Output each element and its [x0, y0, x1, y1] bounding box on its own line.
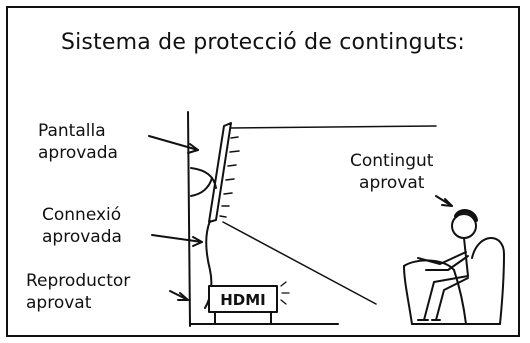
- comic-panel: Sistema de protecció de continguts: Pant…: [6, 6, 520, 337]
- person-arm-near: [417, 251, 467, 265]
- armchair-arm-side: [453, 269, 467, 325]
- tv-mount-upper: [190, 167, 217, 189]
- label-screen-line1: Pantalla: [38, 121, 106, 141]
- label-content-line1: Contingut: [350, 151, 434, 171]
- armchair-front: [403, 265, 413, 325]
- label-connection-line1: Connexió: [42, 205, 122, 225]
- label-approved-connection: Connexió aprovada: [42, 204, 122, 248]
- projection-bottom-line: [222, 221, 377, 305]
- label-approved-player: Reproductor aprovat: [26, 270, 130, 314]
- tv-screen: [208, 122, 232, 223]
- comic-title: Sistema de protecció de continguts:: [60, 30, 466, 55]
- label-approved-content: Contingut aprovat: [350, 150, 433, 194]
- person-arm-far: [425, 255, 469, 271]
- hdmi-label: HDMI: [220, 291, 266, 309]
- label-player-line1: Reproductor: [26, 271, 131, 291]
- arrow-screen: [148, 135, 199, 151]
- label-screen-line2: aprovada: [38, 143, 118, 163]
- arrow-connection: [151, 234, 203, 243]
- person-hair: [454, 209, 478, 222]
- armchair-back: [471, 237, 505, 325]
- player-sparkles: [280, 281, 290, 305]
- tv-mount-lower: [190, 177, 213, 197]
- person-leg-near: [423, 275, 469, 321]
- comic-drawing: HDMI: [148, 111, 505, 327]
- projection-top-line: [229, 125, 437, 129]
- label-connection-line2: aprovada: [42, 227, 122, 247]
- label-approved-screen: Pantalla aprovada: [38, 120, 118, 164]
- label-content-line2: aprovat: [359, 173, 425, 193]
- person-leg-far: [435, 277, 469, 321]
- screen-light-rays: [219, 136, 240, 218]
- hdmi-player-box: [208, 285, 278, 313]
- label-player-line2: aprovat: [26, 293, 92, 313]
